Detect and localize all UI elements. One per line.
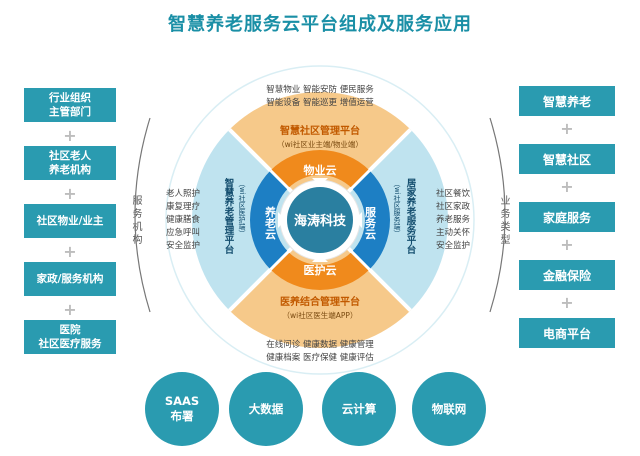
plus-icon: + — [560, 119, 574, 138]
features-bottom: 在线问诊 健康数据 健康管理 健康档案 医疗保健 健康评估 — [258, 339, 382, 365]
feature-line: 智能设备 智能巡更 增值运营 — [266, 98, 374, 108]
right-item-ecommerce: 电商平台 — [519, 318, 615, 348]
platform-right-name: 居家养老服务平台 — [405, 178, 418, 255]
platform-top-sub: （wi社区业主端/物业端） — [277, 139, 363, 149]
arrow-icon — [312, 178, 328, 186]
plus-icon: + — [560, 293, 574, 312]
inner-bottom-label: 医护云 — [304, 263, 337, 277]
left-bracket — [134, 117, 151, 313]
tech-line: 物联网 — [431, 401, 467, 416]
tech-cloud: 云计算 — [322, 372, 396, 446]
left-item-line: 家政/服务机构 — [36, 273, 104, 285]
left-item-line: 医院 — [59, 324, 81, 336]
platform-left-sub: （wi社区医护端） — [238, 180, 246, 237]
right-band — [351, 170, 391, 270]
page-title: 智慧养老服务云平台组成及服务应用 — [168, 14, 472, 35]
right-item-finance: 金融保险 — [519, 260, 615, 290]
left-item-housekeeping: 家政/服务机构 — [24, 262, 116, 296]
feature-line: 主动关怀 — [436, 228, 471, 238]
right-side-label: 业务类型 — [498, 195, 509, 247]
platform-left-name: 智慧养老管理平台 — [223, 177, 236, 255]
platform-right-sub: （wi社区服务端） — [393, 180, 401, 237]
tech-line: 布署 — [170, 409, 194, 423]
feature-line: 在线问诊 健康数据 健康管理 — [266, 340, 374, 350]
tech-big-data: 大数据 — [229, 372, 303, 446]
arrow-icon — [278, 212, 286, 228]
center-circle — [287, 187, 353, 253]
left-item-hospital: 医院 社区医疗服务 — [24, 320, 116, 354]
tech-line: 大数据 — [248, 401, 284, 416]
feature-line: 应急呼叫 — [166, 228, 201, 238]
plus-icon: + — [63, 184, 77, 203]
inner-left-label: 养老云 — [264, 205, 278, 240]
tech-iot: 物联网 — [412, 372, 486, 446]
features-right: 社区餐饮 社区家政 养老服务 主动关怀 安全监护 — [436, 188, 470, 253]
plus-icon: + — [560, 235, 574, 254]
center-label: 海涛科技 — [294, 213, 347, 229]
feature-line: 安全监护 — [436, 241, 471, 251]
feature-line: 社区餐饮 — [436, 189, 471, 199]
left-item-elderly: 社区老人 养老机构 — [24, 146, 116, 180]
feature-line: 健康档案 医疗保健 健康评估 — [266, 353, 374, 363]
plus-icon: + — [63, 242, 77, 261]
left-item-line: 养老机构 — [49, 164, 91, 176]
tech-line: SAAS — [164, 394, 200, 408]
right-bracket — [489, 117, 506, 313]
inner-top-label: 物业云 — [304, 163, 337, 177]
features-top: 智慧物业 智能安防 便民服务 智能设备 智能巡更 增值运营 — [258, 84, 382, 110]
plus-icon: + — [63, 300, 77, 319]
feature-line: 智慧物业 智能安防 便民服务 — [266, 85, 374, 95]
left-item-line: 社区医疗服务 — [38, 338, 102, 350]
plus-icon: + — [560, 177, 574, 196]
left-band — [249, 170, 289, 270]
left-item-line: 行业组织 — [49, 92, 91, 104]
plus-icon: + — [63, 126, 77, 145]
arrow-icon — [312, 254, 328, 262]
platform-bottom-name: 医养结合管理平台 — [280, 295, 360, 308]
top-band — [270, 149, 370, 189]
feature-line: 安全监护 — [166, 241, 201, 251]
inner-right-label: 服务云 — [364, 206, 377, 240]
platform-bottom-sub: （wi社区医生端APP） — [283, 310, 358, 320]
right-item-smart-elderly: 智慧养老 — [519, 86, 615, 116]
feature-line: 健康膳食 — [166, 215, 201, 225]
tech-saas: SAAS 布署 — [145, 372, 219, 446]
feature-line: 养老服务 — [436, 215, 471, 225]
left-item-industry: 行业组织 主管部门 — [24, 88, 116, 122]
bottom-band — [270, 251, 370, 291]
left-item-line: 社区物业/业主 — [36, 215, 104, 227]
features-left: 老人照护 康复理疗 健康膳食 应急呼叫 安全监护 — [166, 188, 200, 253]
feature-line: 社区家政 — [436, 202, 471, 212]
right-item-home-service: 家庭服务 — [519, 202, 615, 232]
left-item-property: 社区物业/业主 — [24, 204, 116, 238]
feature-line: 老人照护 — [166, 189, 201, 199]
tech-line: 云计算 — [341, 401, 377, 416]
platform-top-name: 智慧社区管理平台 — [280, 124, 360, 137]
left-item-line: 社区老人 — [49, 150, 91, 162]
feature-line: 康复理疗 — [166, 202, 201, 212]
right-item-smart-community: 智慧社区 — [519, 144, 615, 174]
arrow-icon — [354, 212, 362, 228]
left-item-line: 主管部门 — [49, 106, 91, 118]
